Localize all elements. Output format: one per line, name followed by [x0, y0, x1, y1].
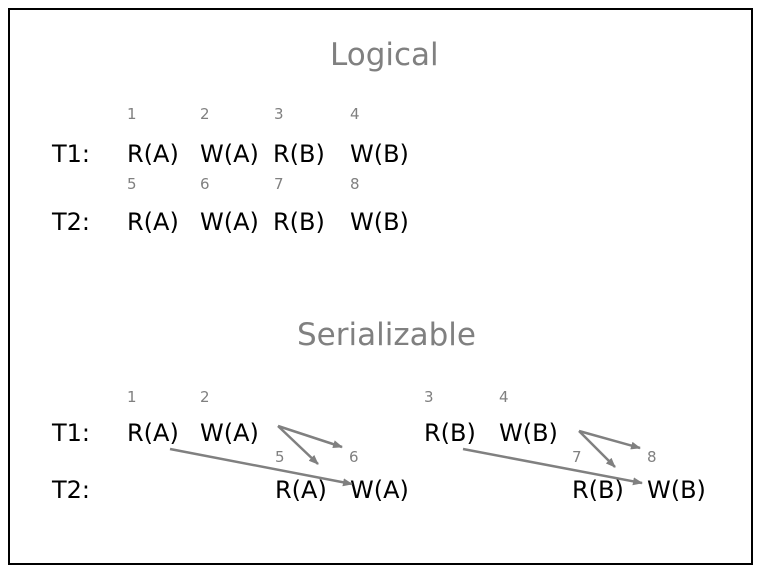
- logical-t2-op-4: W(B): [350, 208, 409, 236]
- logical-t1-number-3: 3: [274, 105, 284, 123]
- arrow-t1-rb-to-t2-wb: [462, 447, 643, 486]
- arrow-t1-wb-to-t2-rb: [578, 430, 616, 468]
- logical-t2-number-5: 5: [127, 175, 137, 193]
- arrow-t1-wb-to-t2-wb: [578, 429, 641, 450]
- arrow-t1-ra-to-t2-wa: [169, 447, 353, 487]
- logical-t1-label: T1:: [52, 140, 91, 168]
- serializable-t1-number-1: 1: [127, 388, 137, 406]
- serializable-t2-label: T2:: [52, 476, 91, 504]
- logical-t1-number-4: 4: [350, 105, 360, 123]
- serializable-t1-op-4: W(B): [499, 419, 558, 447]
- serializable-t2-op-2: W(A): [350, 476, 409, 504]
- logical-t2-label: T2:: [52, 208, 91, 236]
- serializable-t2-op-4: W(B): [647, 476, 706, 504]
- serializable-t2-number-5: 5: [275, 448, 285, 466]
- serializable-t2-op-1: R(A): [275, 476, 327, 504]
- logical-title: Logical: [330, 37, 439, 73]
- logical-t1-number-1: 1: [127, 105, 137, 123]
- logical-t2-number-6: 6: [200, 175, 210, 193]
- serializable-t2-op-3: R(B): [572, 476, 624, 504]
- serializable-t1-number-4: 4: [499, 388, 509, 406]
- logical-t2-number-8: 8: [350, 175, 360, 193]
- logical-t1-op-2: W(A): [200, 140, 259, 168]
- serializable-t2-number-6: 6: [349, 448, 359, 466]
- serializable-t1-op-3: R(B): [424, 419, 476, 447]
- slide: [8, 8, 753, 565]
- logical-t2-op-3: R(B): [273, 208, 325, 236]
- serializable-t2-number-7: 7: [572, 448, 582, 466]
- serializable-t1-op-2: W(A): [200, 419, 259, 447]
- serializable-title: Serializable: [297, 317, 476, 353]
- serializable-t2-number-8: 8: [647, 448, 657, 466]
- arrow-t1-wa-to-t2-wa: [277, 424, 343, 449]
- logical-t1-op-3: R(B): [273, 140, 325, 168]
- serializable-t1-number-2: 2: [200, 388, 210, 406]
- logical-t1-op-4: W(B): [350, 140, 409, 168]
- serializable-t1-op-1: R(A): [127, 419, 179, 447]
- arrow-t1-wa-to-t2-ra: [277, 425, 319, 465]
- logical-t2-op-2: W(A): [200, 208, 259, 236]
- logical-t2-op-1: R(A): [127, 208, 179, 236]
- serializable-t1-number-3: 3: [424, 388, 434, 406]
- logical-t1-number-2: 2: [200, 105, 210, 123]
- logical-t2-number-7: 7: [274, 175, 284, 193]
- logical-t1-op-1: R(A): [127, 140, 179, 168]
- serializable-t1-label: T1:: [52, 419, 91, 447]
